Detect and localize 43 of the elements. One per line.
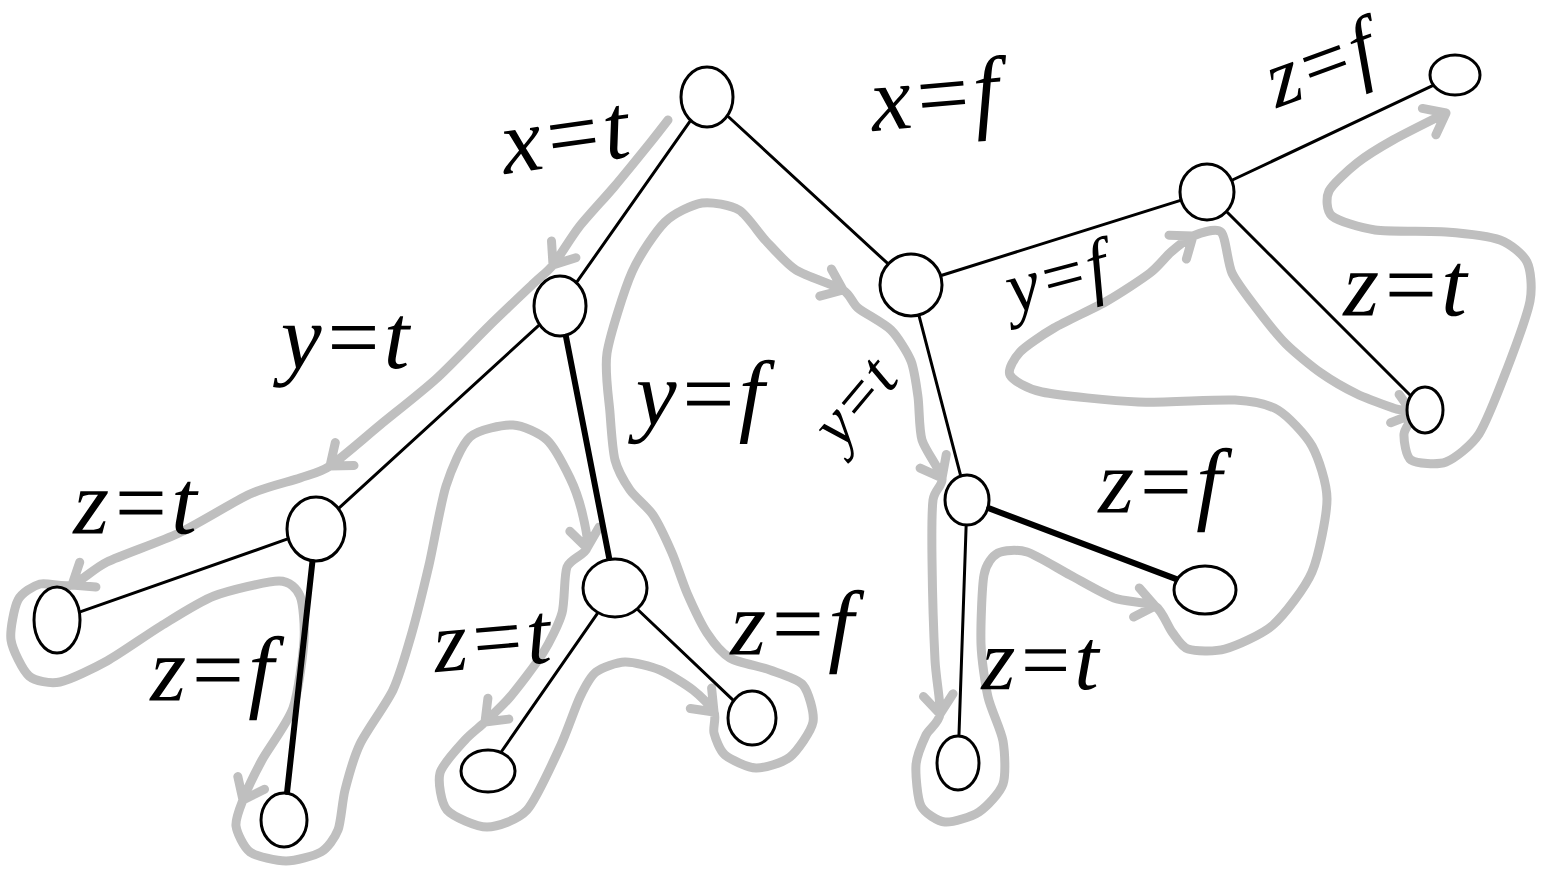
edge-label: z=f [1269,12,1373,109]
tree-node [1428,53,1482,97]
edge-label: z=t [434,613,551,673]
tree-node [726,689,778,747]
tree-node [1405,385,1445,435]
tree-edge [337,324,540,510]
edge-label: y=f [1006,235,1108,330]
tree-node [259,791,309,849]
tree-node [581,557,649,619]
tree-node [285,495,347,563]
tree-edge [563,333,613,561]
tree-edge [575,120,692,283]
tree-edge [500,612,599,753]
tree-node [459,748,517,794]
tree-edge [986,505,1179,582]
tree-node [532,274,588,338]
tree-edge [79,537,289,614]
edge-label: x=f [871,54,1006,142]
tree-edge [1226,211,1412,397]
tree-edge [957,525,968,737]
edge-label: y=t [273,316,412,388]
edge-label: z=t [980,640,1101,690]
edge-label: z=t [72,481,199,535]
edge-label: y=t [818,359,898,464]
tree-node [32,585,82,655]
edge-label: z=f [1097,447,1233,533]
tree-node [943,473,991,527]
tree-node [878,252,944,318]
edge-label: z=f [729,589,865,675]
tree-edge [636,608,735,702]
edge-label: z=t [1342,263,1469,317]
tree-edge [940,199,1182,277]
tree-node [935,734,981,792]
edge-label: y=f [628,359,775,445]
tree-edge [1231,84,1434,182]
edge-label: x=t [503,105,630,175]
tree-node [1178,162,1236,222]
tree-edge [726,115,889,265]
tree-edge [284,559,316,795]
tree-node [1172,564,1238,616]
edge-label: z=f [149,635,285,721]
tree-node [679,65,735,129]
tree-edge [917,314,962,477]
